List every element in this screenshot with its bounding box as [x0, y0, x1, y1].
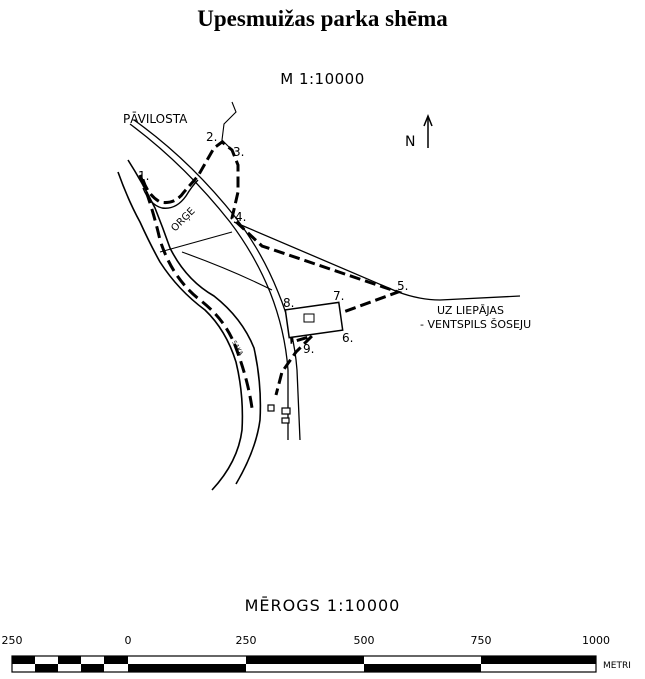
point-4: 4. [235, 210, 246, 224]
small-building-1 [267, 404, 275, 412]
scalebar: 250 0 250 500 750 1000 METRI [2, 634, 631, 673]
map-scale-bottom: MĒROGS 1:10000 [244, 596, 401, 615]
orge-stream [142, 179, 199, 209]
walking-route [141, 140, 403, 396]
point-8: 8. [283, 296, 294, 310]
main-road-a [129, 123, 289, 440]
saka-label: SAKA [230, 340, 244, 358]
point-9: 9. [303, 342, 314, 356]
river-bank-right [127, 159, 262, 485]
river-route [138, 174, 254, 409]
map-scale-top: M 1:10000 [280, 70, 365, 88]
park-path-1 [159, 231, 233, 253]
scale-tick-label: 0 [125, 634, 132, 647]
scale-tick-label: 750 [471, 634, 492, 647]
small-building-3 [281, 417, 290, 424]
small-building-2 [281, 407, 291, 415]
north-arrow-head [423, 113, 433, 127]
point-1: 1. [138, 169, 149, 183]
point-2: 2. [206, 130, 217, 144]
scale-tick-label: 1000 [582, 634, 610, 647]
scale-tick-label: 250 [2, 634, 23, 647]
scale-unit-label: METRI [603, 661, 631, 671]
orge-label: ORĢE [169, 206, 197, 234]
main-road-b [133, 119, 301, 441]
scale-tick-label: 500 [354, 634, 375, 647]
road-label-1: UZ LIEPĀJAS [437, 304, 504, 317]
point-7: 7. [333, 289, 344, 303]
north-label: N [405, 134, 415, 150]
pavilosta-label: PĀVILOSTA [123, 112, 188, 126]
river-bank-left [117, 171, 244, 491]
park-path-2 [181, 251, 273, 291]
scalebar-segments [12, 656, 596, 672]
scale-tick-label: 250 [236, 634, 257, 647]
point-3: 3. [233, 145, 244, 159]
park-building-inner [303, 313, 315, 323]
point-6: 6. [342, 331, 353, 345]
map-title: Upesmuižas parka shēma [197, 6, 448, 31]
road-label-2: - VENTSPILS ŠOSEJU [420, 318, 531, 331]
point-5: 5. [397, 279, 408, 293]
